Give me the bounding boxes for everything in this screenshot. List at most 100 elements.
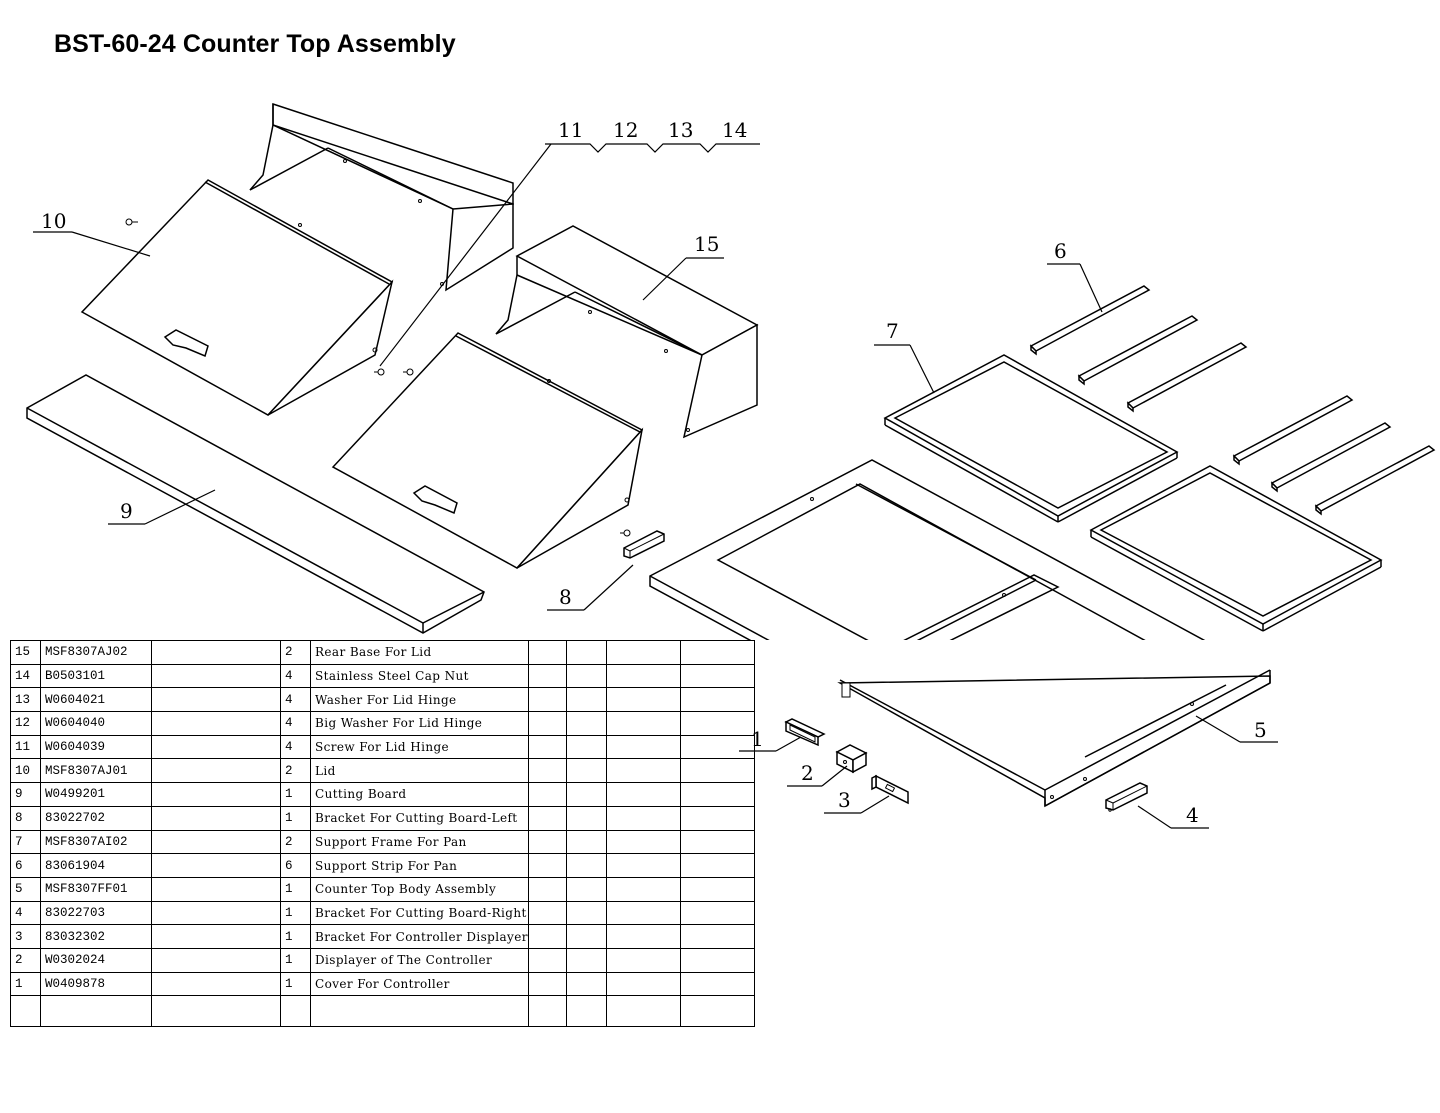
part-code-cell: B0503101 bbox=[40, 663, 152, 689]
blank-cell bbox=[151, 900, 281, 926]
blank-cell bbox=[310, 995, 529, 1028]
blank-cell bbox=[605, 924, 681, 949]
part-code-cell: 83061904 bbox=[40, 853, 152, 878]
blank-cell bbox=[151, 758, 281, 784]
quantity-cell: 1 bbox=[280, 924, 311, 949]
blank-cell bbox=[565, 971, 607, 997]
part-code-cell: W0499201 bbox=[40, 782, 152, 807]
callout-12: 12 bbox=[613, 118, 638, 142]
part-code-cell: W0302024 bbox=[40, 947, 152, 973]
callouts: 10 11 12 13 14 15 6 7 9 8 bbox=[33, 118, 1103, 611]
part-number-cell: 5 bbox=[10, 876, 41, 902]
blank-cell bbox=[151, 995, 281, 1028]
part-code-cell: MSF8307AI02 bbox=[40, 829, 152, 855]
part-number-cell: 1 bbox=[10, 971, 41, 997]
part-name-cell: Lid bbox=[310, 758, 529, 784]
part-number-cell: 9 bbox=[10, 782, 41, 807]
part-name-cell: Cutting Board bbox=[310, 782, 529, 807]
blank-cell bbox=[151, 711, 281, 736]
part-name-cell: Rear Base For Lid bbox=[310, 640, 529, 665]
part-code-cell: W0409878 bbox=[40, 971, 152, 997]
exploded-assembly-drawing-right: 5 4 bbox=[1137, 715, 1278, 829]
blank-cell bbox=[280, 995, 311, 1028]
blank-cell bbox=[605, 805, 681, 831]
quantity-cell: 2 bbox=[280, 758, 311, 784]
blank-cell bbox=[40, 995, 152, 1028]
blank-cell bbox=[679, 640, 755, 665]
callout-3: 3 bbox=[838, 788, 851, 812]
blank-cell bbox=[565, 782, 607, 807]
part-code-cell: MSF8307AJ01 bbox=[40, 758, 152, 784]
blank-cell bbox=[605, 711, 681, 736]
blank-cell bbox=[679, 971, 755, 997]
part-name-cell: Stainless Steel Cap Nut bbox=[310, 663, 529, 689]
callouts-lower: 1 2 3 bbox=[739, 727, 890, 814]
quantity-cell: 1 bbox=[280, 805, 311, 831]
blank-cell bbox=[565, 853, 607, 878]
part-code-cell: MSF8307AJ02 bbox=[40, 640, 152, 665]
blank-cell bbox=[151, 782, 281, 807]
part-name-cell: Big Washer For Lid Hinge bbox=[310, 711, 529, 736]
blank-cell bbox=[605, 687, 681, 713]
part-name-cell: Displayer of The Controller bbox=[310, 947, 529, 973]
part-name-cell: Cover For Controller bbox=[310, 971, 529, 997]
blank-cell bbox=[151, 734, 281, 760]
rear-base-left bbox=[249, 102, 514, 292]
quantity-cell: 2 bbox=[280, 640, 311, 665]
quantity-cell: 4 bbox=[280, 687, 311, 713]
blank-cell bbox=[605, 758, 681, 784]
part-number-cell: 7 bbox=[10, 829, 41, 855]
blank-cell bbox=[679, 782, 755, 807]
blank-cell bbox=[527, 687, 567, 713]
part-code-cell: W0604040 bbox=[40, 711, 152, 736]
blank-cell bbox=[565, 640, 607, 665]
blank-cell bbox=[151, 663, 281, 689]
blank-cell bbox=[605, 640, 681, 665]
blank-cell bbox=[679, 711, 755, 736]
quantity-cell: 1 bbox=[280, 947, 311, 973]
callout-8: 8 bbox=[559, 585, 572, 609]
blank-cell bbox=[605, 971, 681, 997]
part-number-cell: 10 bbox=[10, 758, 41, 784]
blank-cell bbox=[679, 947, 755, 973]
quantity-cell: 1 bbox=[280, 900, 311, 926]
blank-cell bbox=[679, 734, 755, 760]
part-code-cell: W0604021 bbox=[40, 687, 152, 713]
blank-cell bbox=[605, 829, 681, 855]
quantity-cell: 4 bbox=[280, 734, 311, 760]
callouts-right: 5 4 bbox=[1137, 715, 1278, 829]
blank-cell bbox=[151, 829, 281, 855]
blank-cell bbox=[527, 971, 567, 997]
part-name-cell: Bracket For Cutting Board-Right bbox=[310, 900, 529, 926]
counter-top-body bbox=[649, 459, 1206, 640]
blank-cell bbox=[679, 900, 755, 926]
part-number-cell: 14 bbox=[10, 663, 41, 689]
blank-cell bbox=[679, 829, 755, 855]
blank-cell bbox=[527, 924, 567, 949]
part-number-cell: 8 bbox=[10, 805, 41, 831]
part-number-cell: 12 bbox=[10, 711, 41, 736]
part-number-cell: 6 bbox=[10, 853, 41, 878]
blank-cell bbox=[679, 924, 755, 949]
blank-cell bbox=[527, 734, 567, 760]
callout-14: 14 bbox=[722, 118, 747, 142]
bracket-left bbox=[623, 530, 665, 559]
part-number-cell: 13 bbox=[10, 687, 41, 713]
blank-cell bbox=[10, 995, 41, 1028]
blank-cell bbox=[527, 947, 567, 973]
blank-cell bbox=[679, 853, 755, 878]
blank-cell bbox=[527, 640, 567, 665]
exploded-assembly-drawing: 10 11 12 13 14 15 6 7 9 8 bbox=[26, 102, 1436, 640]
support-strips bbox=[1029, 285, 1436, 516]
quantity-cell: 1 bbox=[280, 782, 311, 807]
quantity-cell: 4 bbox=[280, 663, 311, 689]
part-number-cell: 11 bbox=[10, 734, 41, 760]
